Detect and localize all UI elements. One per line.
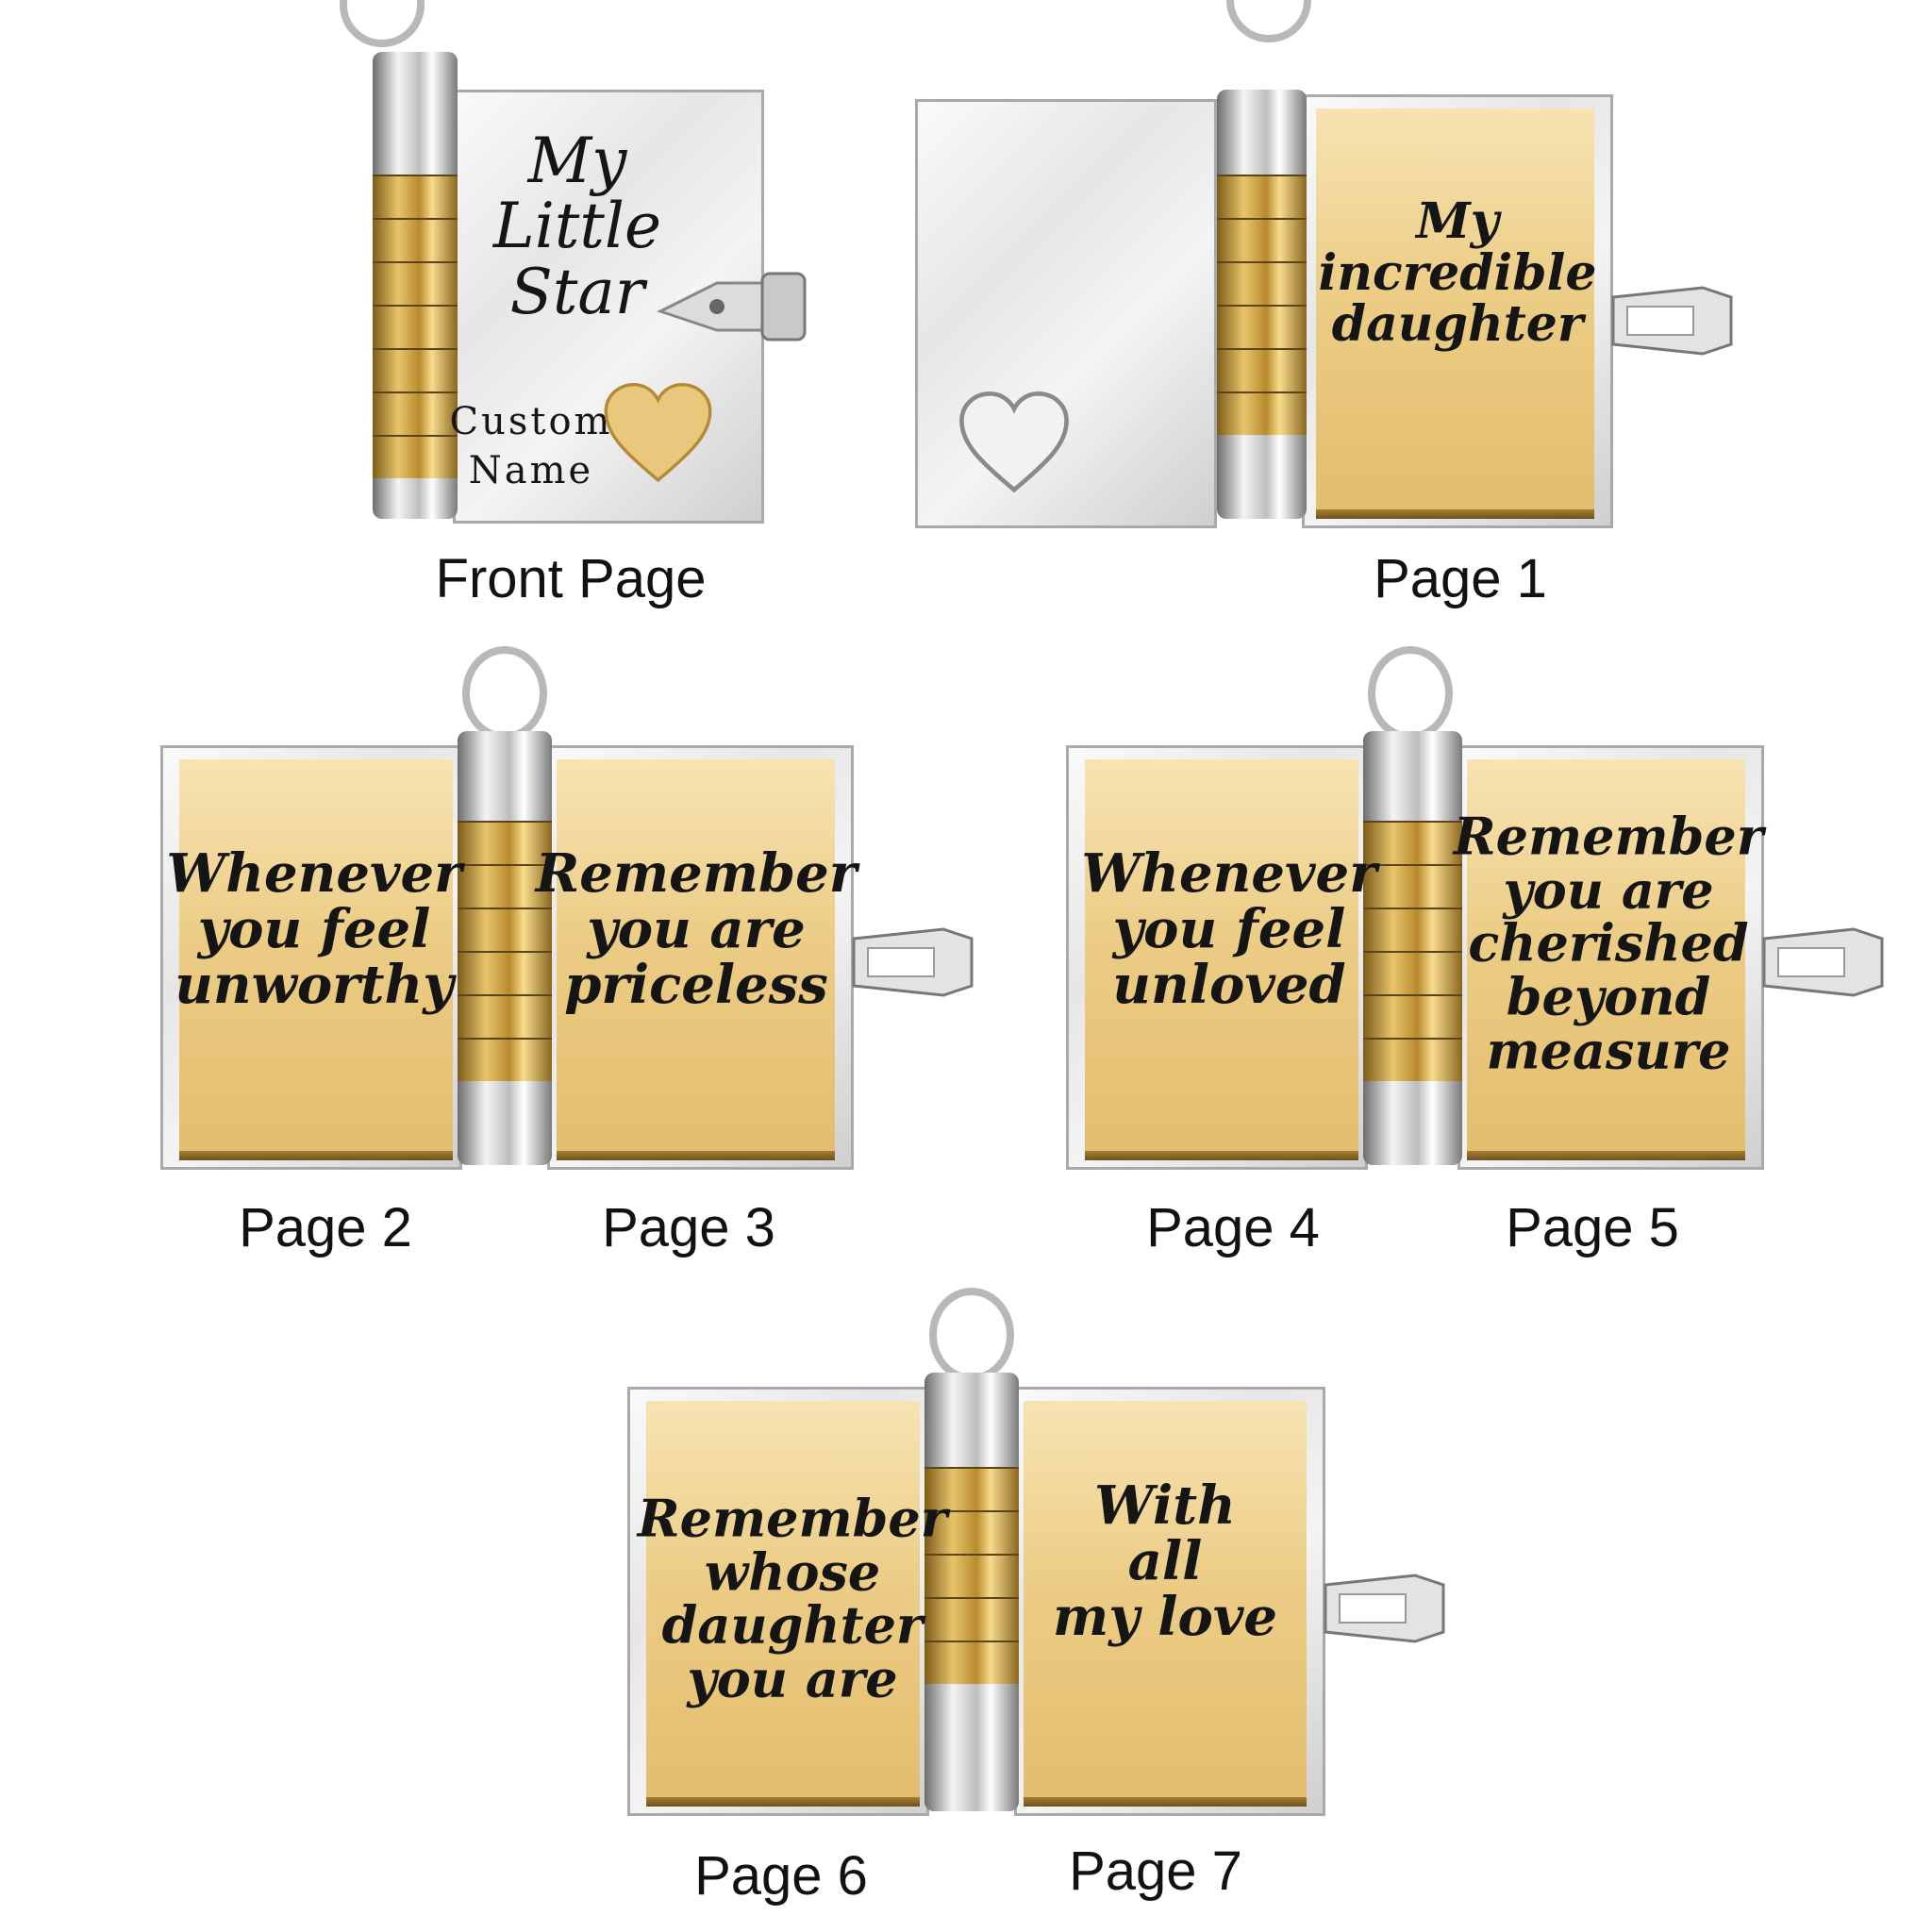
spine [1363,731,1462,1165]
bail-ring [929,1288,1014,1382]
page-4-text: Whenever you feel unloved [1081,841,1377,1016]
spine [1217,90,1307,519]
open-cover [915,99,1217,528]
front-custom-name: Custom Name [449,400,613,492]
bail-ring [1226,0,1311,42]
clasp-icon [1611,286,1733,356]
page-2-text: Whenever you feel unworthy [166,841,462,1016]
caption-page-7: Page 7 [1069,1840,1242,1902]
caption-page-4: Page 4 [1146,1197,1320,1258]
left-gold-page [646,1401,920,1807]
caption-page-6: Page 6 [694,1845,868,1907]
bail-ring [340,0,425,47]
page-1-text: My incredible daughter [1318,192,1597,354]
caption-page-2: Page 2 [239,1197,412,1258]
clasp-icon [657,272,807,341]
gold-page [1316,108,1594,519]
page-7-text: With all my love [1052,1474,1278,1648]
left-gold-page [179,759,453,1160]
clasp-icon [1762,927,1884,997]
left-gold-page [1085,759,1358,1160]
right-gold-page [1024,1401,1307,1807]
caption-front-page: Front Page [435,548,707,609]
clasp-icon [1324,1574,1445,1643]
heart-icon [604,382,712,483]
clasp-icon [852,927,974,997]
spine [373,52,458,519]
spine [924,1373,1019,1811]
caption-page-3: Page 3 [602,1197,775,1258]
bail-ring [462,646,547,741]
right-gold-page [557,759,835,1160]
spine [458,731,552,1165]
caption-page-5: Page 5 [1506,1197,1679,1258]
page-5-text: Remember you are cherished beyond measur… [1453,806,1764,1081]
caption-page-1: Page 1 [1374,548,1547,609]
bail-ring [1368,646,1453,741]
page-6-text: Remember whose daughter you are [637,1488,948,1709]
right-gold-page [1467,759,1745,1160]
front-title: My Little Star [492,125,662,328]
heart-cutout-icon [959,391,1069,493]
page-3-text: Remember you are priceless [535,841,858,1016]
